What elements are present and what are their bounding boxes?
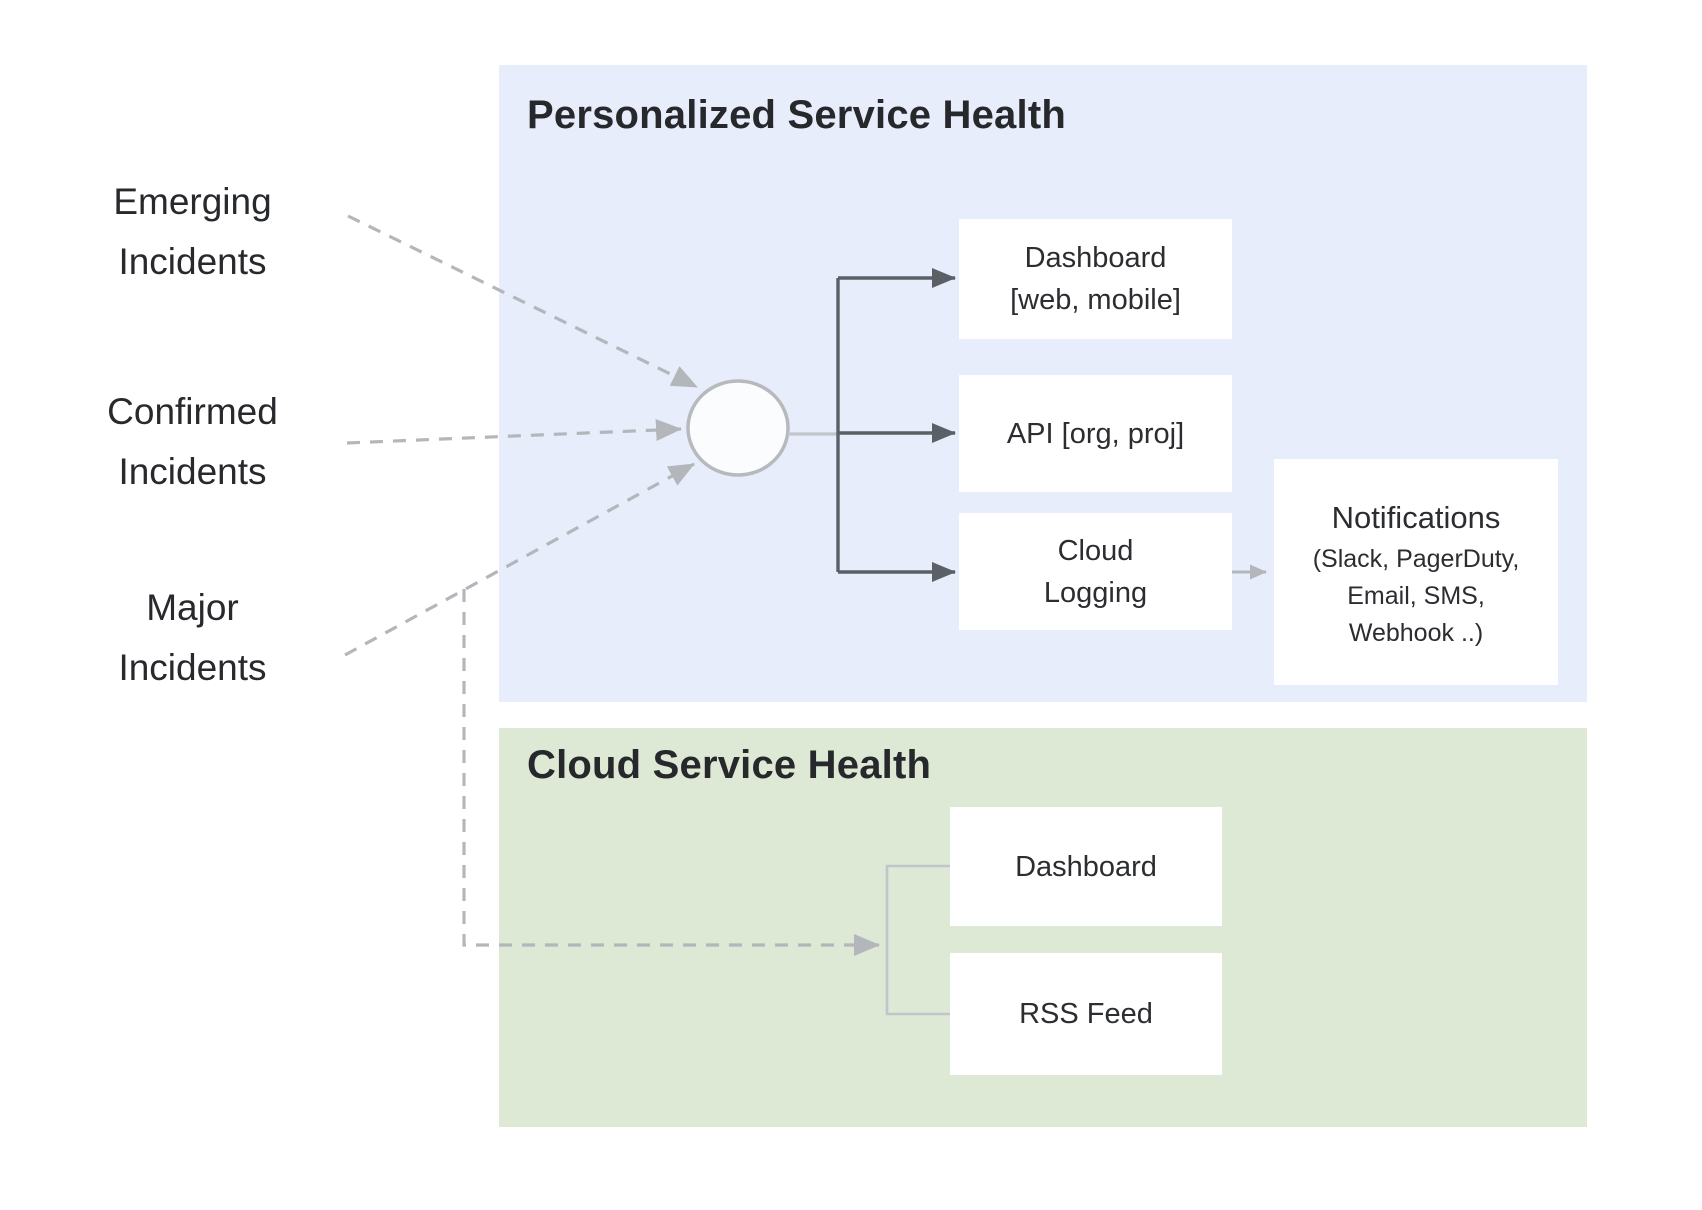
arrow-emerging-to-node [347, 214, 698, 389]
arrow-major-to-node [344, 462, 695, 657]
node-api-org-proj: API [org, proj] [959, 375, 1232, 492]
node-dashboard-web-mobile: Dashboard [web, mobile] [959, 219, 1232, 339]
arrow-confirmed-to-node [346, 419, 682, 445]
node-text-line: Dashboard [1024, 242, 1167, 274]
node-cloud-dashboard: Dashboard [950, 807, 1222, 926]
notifications-channels-line: (Slack, PagerDuty, [1312, 544, 1520, 573]
node-text-line: API [org, proj] [1006, 417, 1185, 450]
arrow-major-to-cloud-service-health [462, 589, 880, 956]
label-line: Emerging [113, 181, 272, 222]
notifications-channels-line: Email, SMS, [1347, 581, 1485, 610]
node-notifications: Notifications (Slack, PagerDuty, Email, … [1274, 459, 1558, 685]
personalized-section-title: Personalized Service Health [527, 93, 1066, 137]
node-cloud-logging: Cloud Logging [959, 513, 1232, 630]
node-text-line: RSS Feed [1019, 998, 1153, 1030]
cloud-section-title: Cloud Service Health [527, 743, 932, 787]
label-line: Incidents [118, 647, 267, 688]
label-emerging-incidents: Emerging Incidents [45, 172, 340, 292]
label-confirmed-incidents: Confirmed Incidents [45, 382, 340, 502]
label-line: Incidents [118, 451, 267, 492]
bracket-dashboard-rss [885, 864, 950, 1016]
node-text-line: Logging [1043, 576, 1148, 609]
node-text-line: Cloud [1057, 534, 1134, 567]
label-line: Confirmed [107, 391, 278, 432]
label-line: Incidents [118, 241, 267, 282]
label-major-incidents: Major Incidents [45, 578, 340, 698]
notifications-title: Notifications [1331, 499, 1501, 535]
merge-node-circle [686, 379, 790, 477]
node-text-line: [web, mobile] [1010, 284, 1181, 316]
node-text-line: Dashboard [1015, 850, 1157, 883]
node-rss-feed: RSS Feed [950, 953, 1222, 1075]
label-line: Major [146, 587, 239, 628]
notifications-channels-line: Webhook ..) [1348, 618, 1484, 647]
